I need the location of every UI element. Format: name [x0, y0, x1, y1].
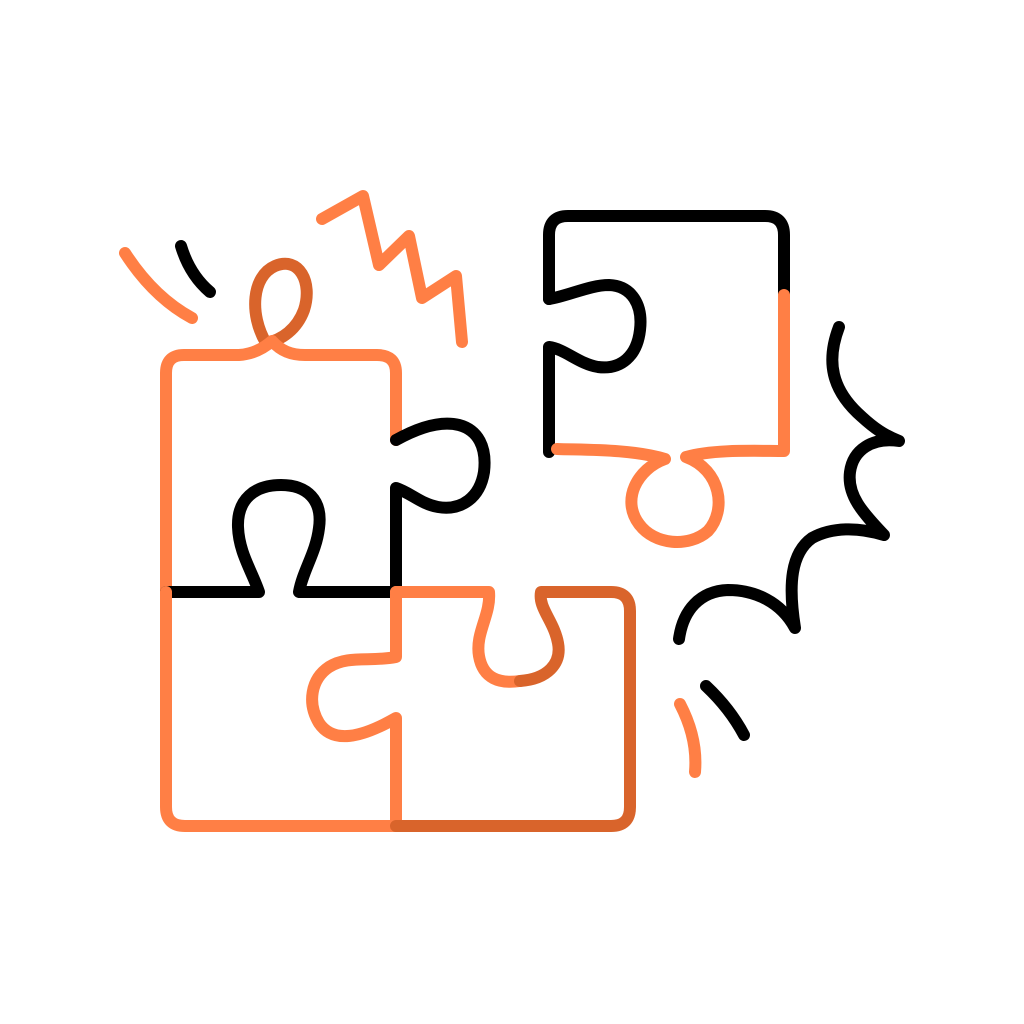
separated-puzzle-piece [543, 210, 790, 548]
top-left-piece-outline [160, 335, 402, 598]
bottom-right-piece-outline [390, 586, 636, 832]
bottom-left-side-tab [306, 586, 402, 832]
top-left-motion-lines-icon [119, 240, 216, 324]
top-left-puzzle-piece [160, 258, 491, 598]
top-tab-loop [249, 258, 313, 349]
motion-line-orange [119, 247, 198, 324]
bottom-left-piece-outline [160, 586, 402, 832]
burst-spark-icon [673, 321, 905, 645]
bottom-right-puzzle-piece [390, 586, 636, 832]
separated-piece-top-edge [543, 210, 790, 305]
motion-line-orange [674, 698, 702, 778]
zigzag-spark-icon [316, 190, 468, 348]
bottom-notch-black [160, 479, 402, 598]
motion-line-black [700, 680, 750, 741]
bottom-right-top-edge [390, 586, 526, 688]
motion-line-black [175, 240, 216, 298]
right-tab-black [390, 417, 491, 598]
bottom-left-puzzle-piece [160, 586, 402, 832]
separated-piece-bottom-loop [551, 289, 790, 548]
bottom-right-motion-lines-icon [674, 680, 750, 778]
separated-piece-left-tab [543, 279, 647, 458]
